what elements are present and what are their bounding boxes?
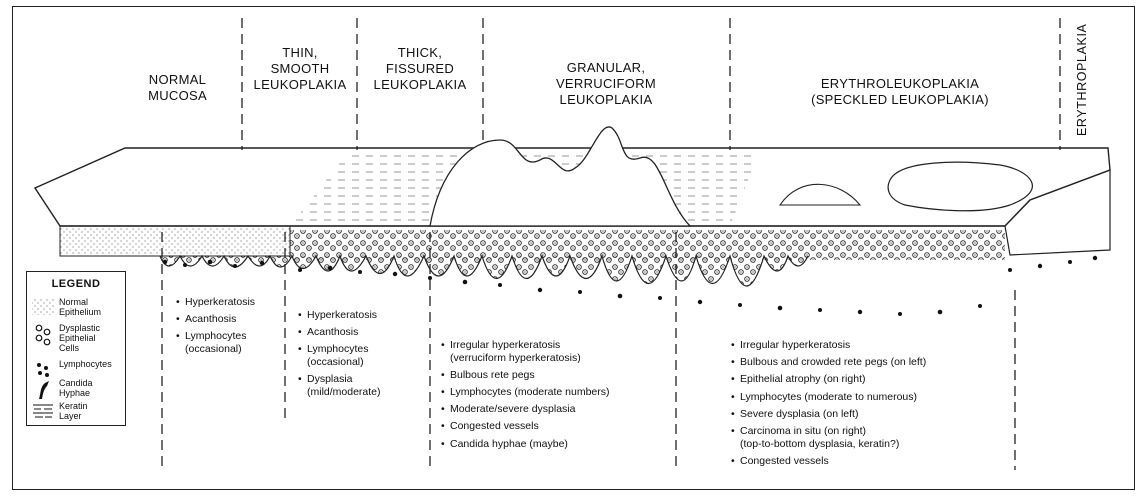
header-thick-fissured-leukoplakia: THICK, FISSURED LEUKOPLAKIA	[358, 45, 482, 93]
finding-item: Hyperkeratosis	[176, 296, 281, 309]
dysplastic-cells-icon	[31, 322, 55, 346]
findings-granular-verruciform: Irregular hyperkeratosis (verruciform hy…	[441, 339, 671, 455]
rete-pegs	[160, 256, 808, 286]
normal-epithelium-icon	[31, 296, 55, 320]
header-erythroleukoplakia: ERYTHROLEUKOPLAKIA (SPECKLED LEUKOPLAKIA…	[780, 76, 1020, 108]
finding-item: Dysplasia (mild/moderate)	[298, 373, 426, 398]
finding-item: Moderate/severe dysplasia	[441, 403, 671, 416]
verruciform-projections	[430, 127, 690, 226]
finding-item: Bulbous rete pegs	[441, 369, 671, 382]
finding-item: Candida hyphae (maybe)	[441, 438, 671, 451]
finding-item: Irregular hyperkeratosis (verruciform hy…	[441, 339, 671, 364]
finding-item: Irregular hyperkeratosis	[731, 339, 1011, 352]
finding-item: Lymphocytes (occasional)	[176, 330, 281, 355]
finding-item: Epithelial atrophy (on right)	[731, 373, 1011, 386]
speckled-plaque	[888, 162, 1032, 211]
legend-box: LEGEND Normal Epithelium Dysplastic Epit…	[26, 271, 126, 426]
legend-item-keratin-layer: Keratin Layer	[27, 400, 125, 428]
legend-item-dysplastic-cells: Dysplastic Epithelial Cells	[27, 322, 125, 350]
header-normal-mucosa: NORMAL MUCOSA	[130, 72, 225, 104]
findings-erythroleukoplakia: Irregular hyperkeratosis Bulbous and cro…	[731, 339, 1011, 472]
normal-epithelium-band	[60, 226, 290, 256]
finding-item: Carcinoma in situ (on right) (top-to-bot…	[731, 425, 1011, 450]
dysplastic-band	[290, 230, 1005, 260]
header-erythroplakia: ERYTHROPLAKIA	[1075, 24, 1089, 136]
legend-item-normal-epithelium: Normal Epithelium	[27, 296, 125, 324]
finding-item: Congested vessels	[731, 455, 1011, 468]
legend-label: Lymphocytes	[59, 359, 112, 369]
finding-item: Acanthosis	[298, 326, 426, 339]
finding-item: Bulbous and crowded rete pegs (on left)	[731, 356, 1011, 369]
legend-label: Normal Epithelium	[59, 297, 101, 317]
legend-title: LEGEND	[27, 278, 125, 290]
legend-label: Dysplastic Epithelial Cells	[59, 323, 100, 353]
header-granular-verruciform-leukoplakia: GRANULAR, VERRUCIFORM LEUKOPLAKIA	[540, 60, 672, 108]
finding-item: Congested vessels	[441, 420, 671, 433]
legend-label: Candida Hyphae	[59, 378, 93, 398]
finding-item: Lymphocytes (moderate to numerous)	[731, 391, 1011, 404]
legend-label: Keratin Layer	[59, 401, 88, 421]
finding-item: Severe dysplasia (on left)	[731, 408, 1011, 421]
findings-normal-mucosa: Hyperkeratosis Acanthosis Lymphocytes (o…	[176, 296, 281, 360]
keratin-layer-icon	[31, 400, 55, 424]
finding-item: Acanthosis	[176, 313, 281, 326]
header-thin-smooth-leukoplakia: THIN, SMOOTH LEUKOPLAKIA	[244, 45, 356, 93]
findings-thin-smooth-leukoplakia: Hyperkeratosis Acanthosis Lymphocytes (o…	[298, 309, 426, 403]
finding-item: Lymphocytes (occasional)	[298, 343, 426, 368]
finding-item: Hyperkeratosis	[298, 309, 426, 322]
finding-item: Lymphocytes (moderate numbers)	[441, 386, 671, 399]
candida-hyphae-icon	[31, 377, 55, 401]
